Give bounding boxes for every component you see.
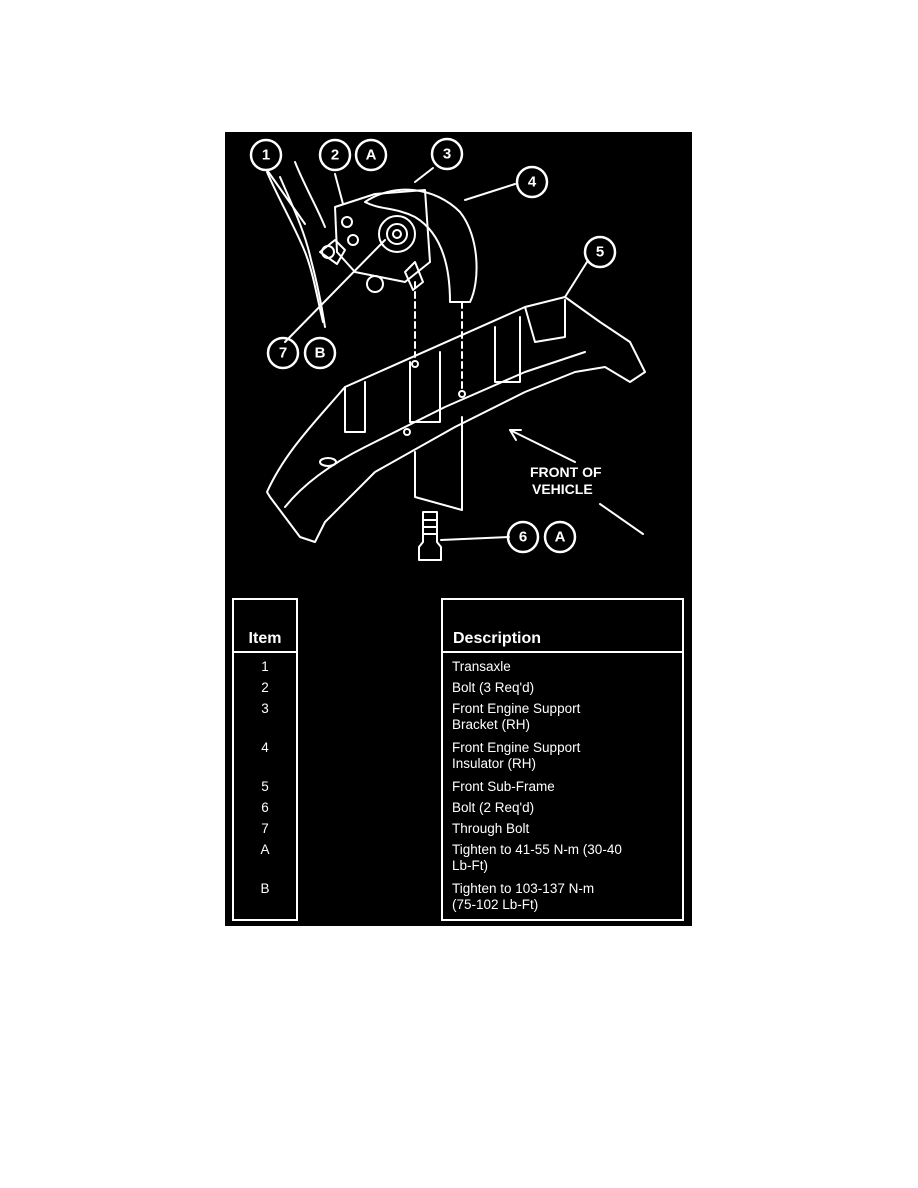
callout-3: 3 [443,146,451,163]
front-of-vehicle-line1: FRONT OF [530,464,602,480]
item-cell: 3 [261,701,269,716]
engine-mount-diagram: 1 2 A 3 4 5 7 B 6 A FRONT OF VEHICLE [249,137,646,561]
callout-a-top: A [366,147,377,164]
description-column: Description Transaxle Bolt (3 Req'd) Fro… [441,598,684,921]
description-cell: Transaxle [452,659,511,674]
item-cell: 4 [261,740,269,755]
description-cell: Bolt (2 Req'd) [452,800,535,815]
callout-circle-a-top [354,138,388,172]
callout-b: B [315,345,326,362]
callout-7: 7 [279,345,287,362]
callout-circle-3 [430,137,464,171]
engine-support-figure: 1 2 A 3 4 5 7 B 6 A FRONT OF VEHICLE Ite… [225,132,692,926]
description-cell: Tighten to 103-137 N-m (75-102 Lb-Ft) [452,881,595,912]
support-insulator [364,188,478,303]
item-cell: 1 [261,659,269,674]
callout-a-bottom: A [555,529,566,546]
callout-1: 1 [262,147,270,164]
front-sub-frame [266,296,646,543]
description-cell: Front Engine Support Insulator (RH) [452,740,581,771]
item-header-cell: Item [234,600,296,653]
description-cell: Front Sub-Frame [452,779,555,794]
callout-5: 5 [596,244,604,261]
transaxle-outline [266,171,324,323]
description-header-cell: Description [443,600,682,653]
callout-circle-a-bottom [543,520,577,554]
description-cell: Front Engine Support Bracket (RH) [452,701,581,732]
callout-circle-7 [266,336,300,370]
item-cell: 6 [261,800,269,815]
item-cell: B [260,881,270,896]
item-cell: 5 [261,779,269,794]
callout-circle-6 [506,520,540,554]
sub-frame-bolt [418,511,442,561]
item-cell: 7 [261,821,269,836]
callout-4: 4 [528,174,537,191]
item-cell: 2 [261,680,269,695]
description-cell: Tighten to 41-55 N-m (30-40 Lb-Ft) [452,842,622,873]
description-cell: Through Bolt [452,821,530,836]
item-cell: A [260,842,270,857]
callout-circle-5 [583,235,617,269]
front-of-vehicle-line2: VEHICLE [532,481,593,497]
callout-2: 2 [331,147,339,164]
description-cell: Bolt (3 Req'd) [452,680,535,695]
item-header: Item [248,630,282,647]
item-column: Item 1 2 3 4 5 6 7 A B [232,598,298,921]
callout-circle-2 [318,138,352,172]
callout-circle-b [303,336,337,370]
callout-circle-1 [249,138,283,172]
callout-6: 6 [519,529,527,546]
description-header: Description [453,630,542,647]
callout-circle-4 [515,165,549,199]
